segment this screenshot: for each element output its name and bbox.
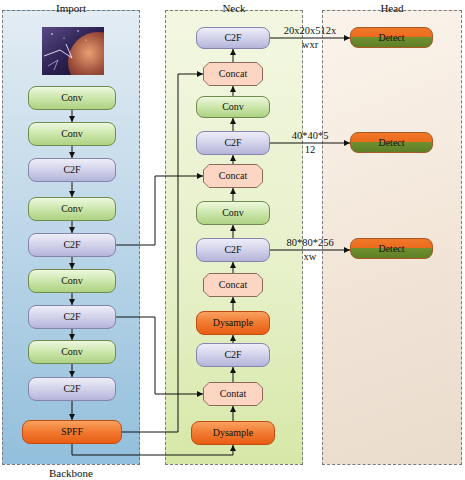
detect-block: Detect: [350, 238, 433, 259]
star: [51, 33, 53, 35]
flow-arrow: [72, 401, 73, 420]
block-label: C2F: [63, 239, 80, 251]
conv-block: Conv: [196, 201, 270, 225]
block-label: Detect: [378, 243, 404, 255]
block-label: Conv: [222, 101, 244, 113]
block-label: Conv: [61, 275, 83, 287]
block-label: C2F: [224, 349, 241, 361]
flow-arrow: [233, 225, 234, 238]
flow-arrow: [72, 293, 73, 305]
flow-arrow: [233, 335, 234, 343]
conv-block: Conv: [28, 122, 116, 146]
conv-block: Conv: [196, 96, 270, 118]
flow-arrow: [72, 182, 73, 197]
block-label: Conv: [61, 346, 83, 358]
flow-arrow: [270, 143, 350, 144]
block-label: Conv: [61, 203, 83, 215]
flow-arrow: [122, 74, 203, 432]
octagon-shape: [204, 165, 263, 188]
star: [63, 37, 64, 38]
block-label: Conv: [61, 92, 83, 104]
light-streak: [48, 60, 58, 70]
octagon-shape: [204, 63, 263, 86]
block-label: C2F: [224, 137, 241, 149]
panel-title: Neck: [166, 2, 302, 14]
concat-block: Concat: [203, 62, 263, 86]
flow-arrow: [72, 257, 73, 269]
concat-block: Concat: [203, 273, 263, 297]
space-background: [42, 27, 104, 75]
c2f-block: C2F: [28, 377, 116, 401]
flow-arrow: [233, 188, 234, 201]
conv-block: Conv: [28, 269, 116, 293]
block-label: SPFF: [61, 426, 83, 438]
block-label: Conv: [222, 207, 244, 219]
flow-arrow: [72, 364, 73, 377]
octagon-shape: [204, 383, 263, 406]
flow-arrow: [270, 250, 350, 251]
c2f-block: C2F: [28, 233, 116, 257]
block-label: Detect: [378, 137, 404, 149]
panel-title: Head: [323, 2, 461, 14]
light-streak: [44, 44, 72, 58]
flow-arrow: [72, 110, 73, 122]
c2f-block: C2F: [28, 158, 116, 182]
c2f-block: C2F: [196, 27, 270, 49]
flow-arrow: [233, 118, 234, 131]
flow-arrow: [233, 367, 234, 382]
flow-arrow: [72, 329, 73, 340]
conv-block: Conv: [28, 86, 116, 110]
block-label: Concat: [219, 68, 247, 80]
block-label: Dysample: [213, 317, 254, 329]
flow-arrow: [116, 317, 203, 394]
block-label: C2F: [224, 244, 241, 256]
concat-block: Contat: [203, 382, 263, 406]
sampling-block: Dysample: [196, 311, 270, 335]
block-label: Contat: [220, 388, 247, 400]
c2f-block: C2F: [196, 238, 270, 262]
panel-title: Import: [3, 2, 139, 14]
block-label: C2F: [63, 311, 80, 323]
concat-block: Concat: [203, 164, 263, 188]
space-illustration: [42, 27, 104, 75]
flow-arrow: [233, 406, 234, 421]
flow-arrow: [72, 146, 73, 158]
block-label: Dysample: [213, 427, 254, 439]
flow-arrow: [116, 176, 203, 245]
conv-block: Conv: [28, 340, 116, 364]
flow-arrow: [270, 38, 350, 39]
conv-block: Conv: [28, 197, 116, 221]
detect-block: Detect: [350, 132, 433, 153]
flow-arrow: [233, 262, 234, 273]
sampling-block: SPFF: [22, 420, 122, 444]
head-panel: DetectDetectDetectHead: [322, 10, 462, 465]
octagon-shape: [204, 274, 263, 297]
block-label: C2F: [63, 383, 80, 395]
sampling-block: Dysample: [191, 421, 275, 445]
block-label: C2F: [63, 164, 80, 176]
block-label: Detect: [378, 32, 404, 44]
flow-arrow: [233, 86, 234, 96]
flow-arrow: [233, 297, 234, 311]
star: [77, 30, 78, 31]
neck-panel: C2FConcatConvC2FConcatConvC2FConcatDysam…: [165, 10, 303, 465]
planet: [68, 32, 104, 75]
block-label: Concat: [219, 279, 247, 291]
panel-footer: Backbone: [3, 467, 139, 479]
flow-arrow: [233, 49, 234, 62]
block-label: Conv: [61, 128, 83, 140]
flow-arrow: [233, 155, 234, 164]
star: [85, 39, 86, 40]
detect-block: Detect: [350, 27, 433, 48]
backbone-panel: ConvConvC2FConvC2FConvC2FConvC2FSPFFImpo…: [2, 10, 140, 465]
c2f-block: C2F: [28, 305, 116, 329]
block-label: Concat: [219, 170, 247, 182]
c2f-block: C2F: [196, 131, 270, 155]
block-label: C2F: [224, 32, 241, 44]
c2f-block: C2F: [196, 343, 270, 367]
flow-arrow: [72, 221, 73, 233]
flow-arrow: [72, 444, 233, 455]
